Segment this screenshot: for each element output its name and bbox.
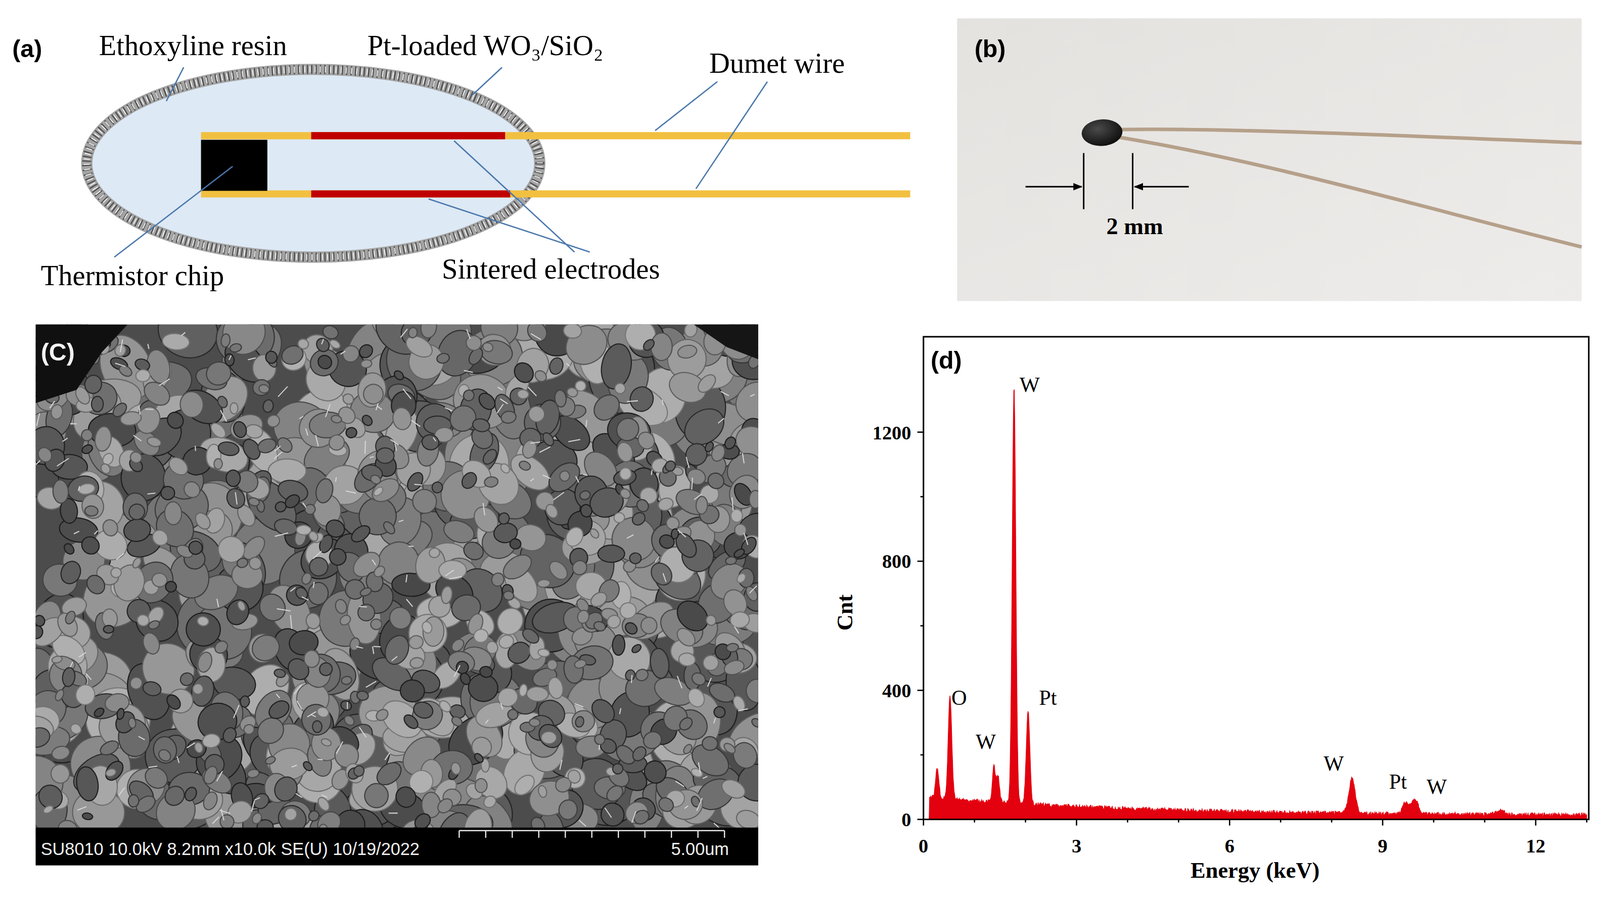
dumet-wire: [201, 131, 911, 140]
sintered-electrode: [311, 131, 506, 140]
resin-body: [86, 69, 540, 257]
tick-label: 9: [1378, 834, 1388, 857]
sem-image: [0, 290, 799, 865]
peak-label: W: [975, 729, 996, 755]
tick-label: 800: [882, 550, 912, 573]
dumet-wire: [201, 190, 911, 198]
tick-label: 1200: [872, 421, 912, 444]
part-label: Sintered electrodes: [441, 252, 660, 286]
tick-label: 0: [918, 834, 929, 857]
tick-label: 6: [1224, 834, 1235, 857]
axis-title: Energy (keV): [1190, 857, 1320, 884]
sensor-schematic: [86, 67, 911, 257]
axis-title: Cnt: [832, 593, 858, 631]
peak-label: O: [951, 685, 968, 711]
tick-label: 3: [1071, 834, 1082, 857]
panel-letter: (C): [40, 338, 75, 367]
part-label: Dumet wire: [709, 47, 845, 80]
coating-speckle: [86, 69, 540, 257]
tick-label: 12: [1526, 834, 1546, 857]
peak-label: Pt: [1389, 769, 1407, 795]
sem-info: SU8010 10.0kV 8.2mm x10.0k SE(U) 10/19/2…: [40, 839, 420, 859]
part-label: Ethoxyline resin: [99, 29, 288, 63]
sensor-photo: [956, 18, 1582, 301]
panel-letter: (b): [974, 34, 1007, 64]
sintered-electrode: [311, 190, 511, 198]
leader-lines: [114, 67, 768, 257]
part-label: Thermistor chip: [40, 259, 224, 293]
tick-label: 400: [882, 679, 912, 702]
part-label: Pt-loaded WO₃/SiO₂: [367, 29, 604, 63]
scale-label: 5.00um: [671, 839, 729, 859]
peak-label: W: [1019, 372, 1040, 398]
eds-spectrum: [917, 336, 1589, 826]
panel-letter: (d): [930, 346, 963, 375]
peak-label: W: [1323, 751, 1344, 776]
dimension-label: 2 mm: [1106, 212, 1164, 240]
coating-speckle: [86, 69, 540, 257]
dimension-marks: [1025, 153, 1190, 210]
peak-label: Pt: [1038, 685, 1057, 711]
panel-letter: (a): [12, 34, 42, 64]
tick-label: 0: [901, 808, 911, 831]
peak-label: W: [1426, 774, 1447, 800]
